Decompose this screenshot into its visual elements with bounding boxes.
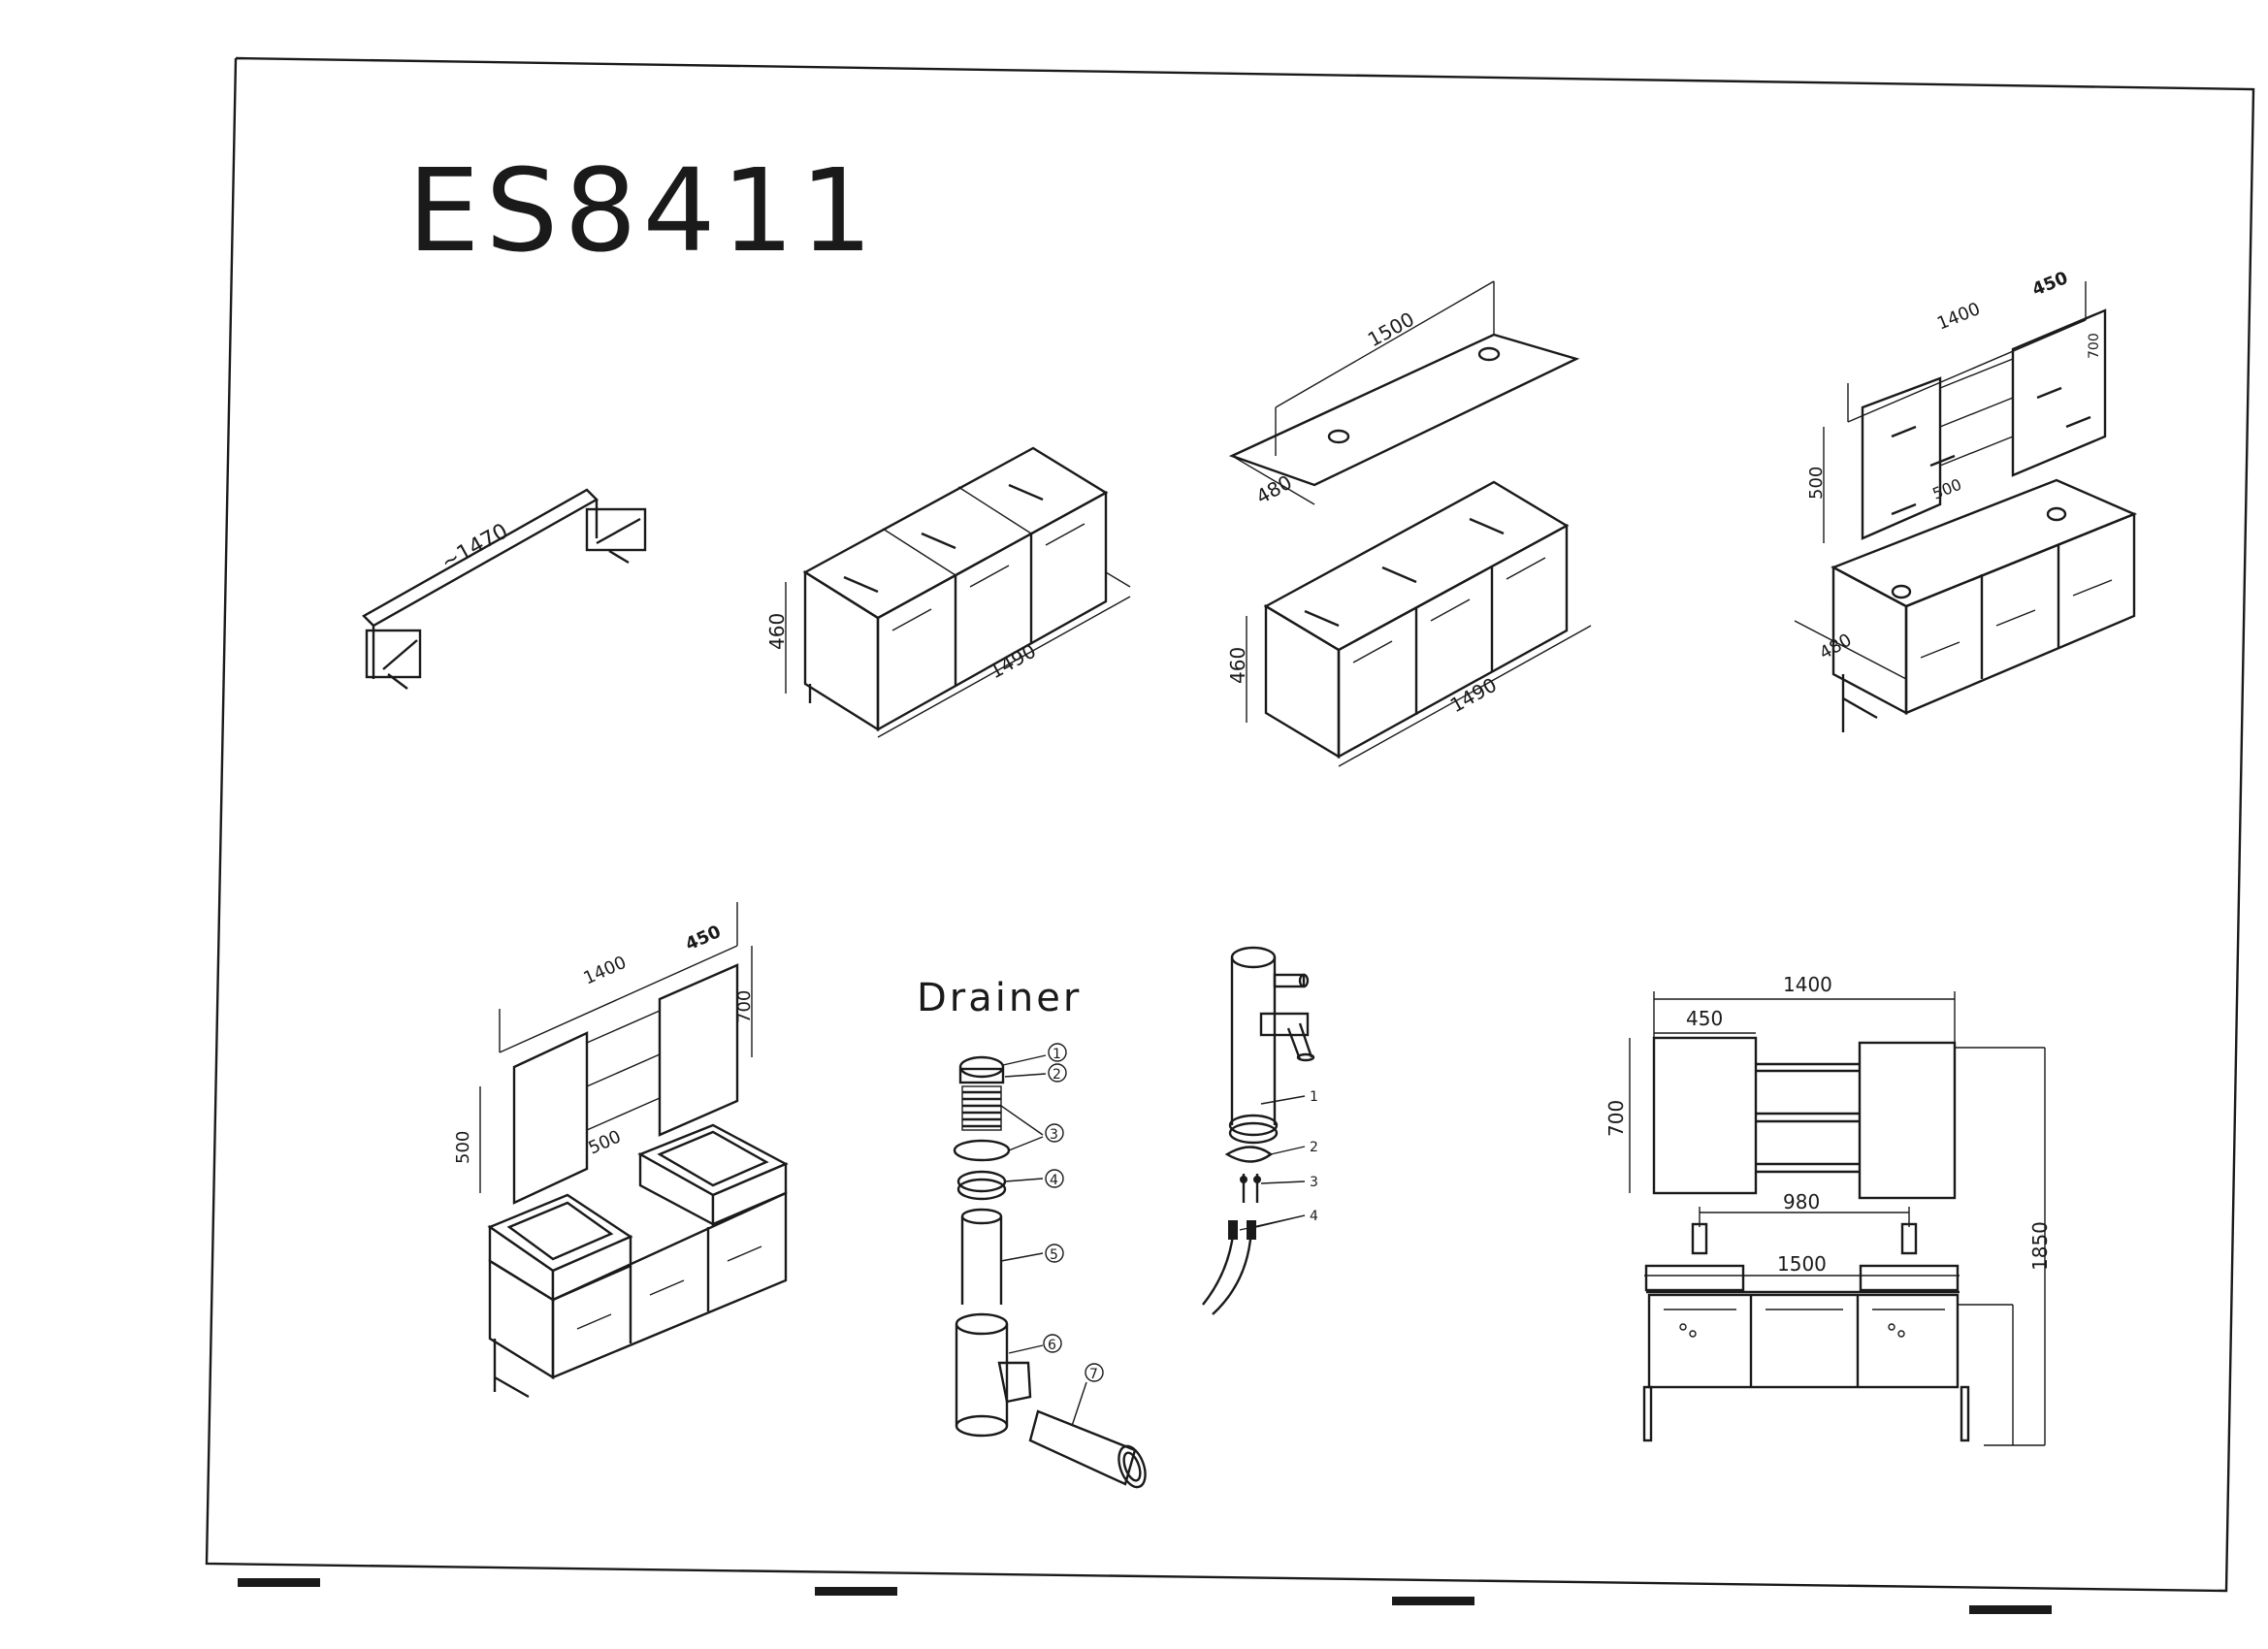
cabinet2-length-dim: 1490 (1446, 673, 1501, 718)
drainer-callout-2: 2 (1048, 1063, 1067, 1083)
elevation-top-length-dim: 1500 (1777, 1252, 1827, 1276)
svg-text:6: 6 (1048, 1338, 1056, 1353)
view-drainer: Drainer (917, 976, 1147, 1489)
drainer-callout-4: 4 (1045, 1169, 1064, 1188)
view-faucet: 1 2 3 4 (1202, 946, 1318, 1315)
svg-text:5: 5 (1050, 1247, 1058, 1263)
mirror-height-dim: 700 (2087, 333, 2102, 359)
product-code-title: ES8411 (407, 144, 879, 277)
view-wall-bracket: ~1470 (362, 488, 647, 690)
mirror-door-dim: 450 (2029, 268, 2071, 301)
drainer-label: Drainer (917, 976, 1082, 1020)
elevation-width-dim: 1400 (1783, 973, 1832, 996)
svg-text:1: 1 (1053, 1047, 1061, 1062)
sheet-border (205, 56, 2255, 1593)
svg-text:2: 2 (1053, 1067, 1061, 1083)
view-mirror-assembly: 1400 450 700 500 500 480 (1794, 268, 2138, 732)
countertop-length-dim: 1500 (1364, 307, 1418, 352)
assembled-height-dim: 700 (734, 990, 755, 1023)
elevation-basin-spacing-dim: 980 (1783, 1190, 1820, 1213)
view-assembled-vanity: 1400 450 700 500 500 (453, 902, 789, 1399)
faucet-part-3: 3 (1310, 1175, 1318, 1190)
cabinet-height-dim: 460 (765, 613, 789, 650)
drainer-callout-3: 3 (1045, 1123, 1064, 1143)
svg-text:4: 4 (1050, 1173, 1058, 1188)
assembled-inner-dim: 500 (585, 1126, 624, 1158)
drainer-callout-7: 7 (1085, 1363, 1104, 1382)
view-countertop-cabinet: 1500 480 460 1490 (1226, 280, 1592, 767)
view-base-cabinet: 460 1490 (765, 446, 1131, 738)
mirror-inner-dim: 500 (1929, 475, 1963, 503)
drainer-thread (961, 1085, 1002, 1131)
elevation-mirror-height-dim: 700 (1604, 1100, 1628, 1137)
drainer-callout-6: 6 (1043, 1334, 1062, 1353)
elevation-overall-height-dim: 1850 (2028, 1221, 2052, 1271)
scan-mark (238, 1578, 320, 1587)
faucet-part-1: 1 (1310, 1089, 1318, 1105)
cabinet-length-dim: 1490 (986, 639, 1040, 684)
assembled-width-dim: 1400 (580, 953, 629, 989)
assembled-door-dim: 450 (682, 922, 724, 954)
elevation-door-dim: 450 (1686, 1007, 1723, 1030)
svg-text:7: 7 (1089, 1367, 1098, 1382)
assembled-drop-dim: 500 (453, 1131, 473, 1164)
mirror-drop-dim: 500 (1806, 467, 1827, 500)
faucet-part-4: 4 (1310, 1209, 1318, 1224)
svg-text:3: 3 (1050, 1127, 1058, 1143)
view-front-elevation: 1400 450 700 1850 980 1500 (1604, 973, 2052, 1446)
scan-mark (1969, 1605, 2052, 1614)
scan-mark (1392, 1597, 1474, 1605)
bracket-length-dim: ~1470 (437, 519, 512, 575)
drainer-callout-5: 5 (1045, 1244, 1064, 1263)
drainer-callout-1: 1 (1048, 1043, 1067, 1062)
faucet-part-2: 2 (1310, 1140, 1318, 1155)
mirror-width-dim: 1400 (1934, 299, 1983, 335)
cabinet2-height-dim: 460 (1226, 647, 1249, 684)
scan-mark (815, 1587, 897, 1596)
